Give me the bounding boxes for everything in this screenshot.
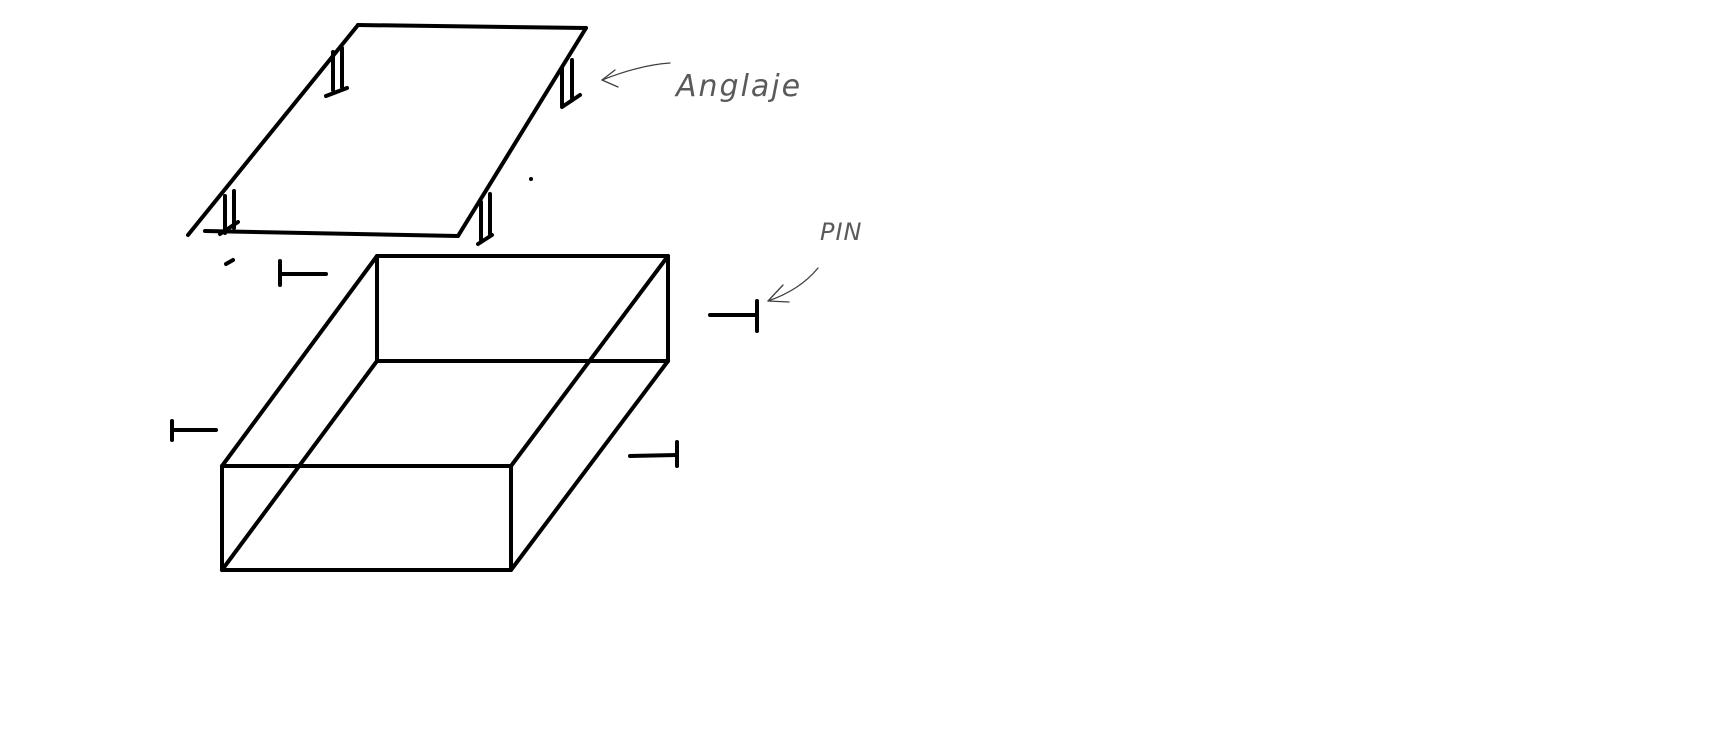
angle-bracket-front-right <box>476 192 494 246</box>
angle-bracket-back-right <box>560 58 582 109</box>
pin-annotation: PIN <box>767 218 863 303</box>
pin-bottom-left <box>170 419 218 442</box>
box-front-face <box>220 464 513 572</box>
stray-dot <box>529 177 533 181</box>
angle-arrow-icon <box>601 62 671 81</box>
angle-label: Anglaje <box>674 69 802 104</box>
lid-front-edge <box>203 229 460 238</box>
lid <box>186 23 588 238</box>
lid-left-edge <box>186 23 360 237</box>
pin-top-left <box>278 259 328 287</box>
pin-arrow-icon <box>767 267 819 302</box>
stray-tick <box>224 258 235 266</box>
pin-top-right <box>708 299 759 333</box>
pin-bottom-right <box>628 440 679 468</box>
pin-label: PIN <box>820 218 863 246</box>
box-edge-top-right <box>509 254 670 468</box>
box <box>220 254 670 572</box>
lid-back-edge <box>356 23 588 30</box>
box-edge-bottom-left <box>220 359 379 572</box>
lid-right-edge <box>456 26 588 238</box>
angle-bracket-back-left <box>324 46 349 98</box>
box-edge-bottom-right <box>509 359 670 572</box>
box-back-face <box>375 254 670 363</box>
angle-bracket-front-left <box>218 189 240 236</box>
box-edge-top-left <box>220 254 379 468</box>
angle-annotation: Anglaje <box>601 62 802 104</box>
